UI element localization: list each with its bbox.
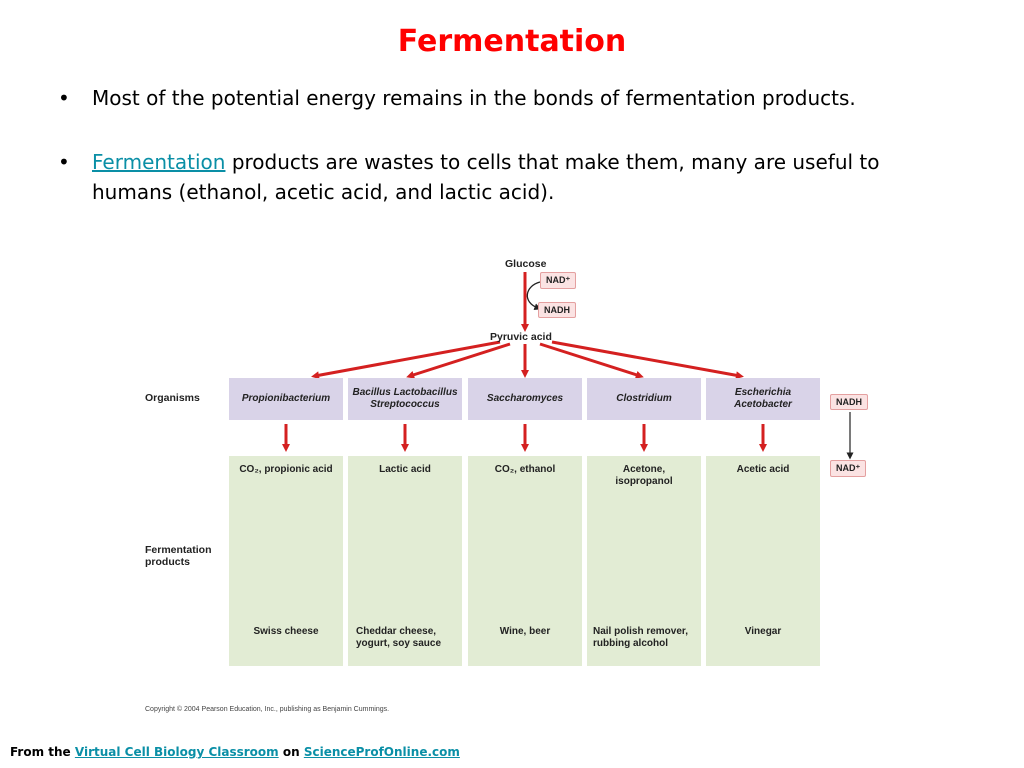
slide-title: Fermentation (397, 24, 627, 59)
product-column-3: CO₂, ethanol Wine, beer (468, 456, 582, 666)
product-label: Swiss cheese (253, 626, 319, 637)
scienceprofonline-link[interactable]: ScienceProfOnline.com (303, 745, 460, 759)
side-nadh-badge: NADH (830, 394, 868, 410)
glucose-label: Glucose (505, 258, 547, 270)
virtual-cell-link[interactable]: Virtual Cell Biology Classroom (74, 745, 279, 759)
organism-lactic-bacteria: Bacillus Lactobacillus Streptococcus (348, 378, 462, 420)
side-nad-plus-badge: NAD⁺ (830, 460, 867, 477)
organism-saccharomyces: Saccharomyces (468, 378, 582, 420)
copyright-text: Copyright © 2004 Pearson Education, Inc.… (145, 706, 390, 713)
branch-arrow-5 (551, 340, 744, 380)
product-label: Vinegar (744, 626, 782, 637)
bullet-text-rest: products are wastes to cells that make t… (92, 150, 880, 204)
chemical-label: CO₂, propionic acid (239, 464, 333, 475)
footer-middle: on (278, 745, 304, 759)
product-column-5: Acetic acid Vinegar (706, 456, 820, 666)
chemical-label: Acetic acid (736, 464, 790, 475)
organism-propionibacterium: Propionibacterium (229, 378, 343, 420)
chemical-label: CO₂, ethanol (494, 464, 556, 475)
product-column-4: Acetone, isopropanol Nail polish remover… (587, 456, 701, 666)
nad-curve (526, 281, 542, 311)
branch-arrow-4 (539, 342, 644, 379)
pyruvic-acid-label: Pyruvic acid (490, 331, 552, 343)
fermentation-products-label: Fermentation products (145, 544, 212, 568)
product-column-2: Lactic acid Cheddar cheese, yogurt, soy … (348, 456, 462, 666)
product-column-1: CO₂, propionic acid Swiss cheese (229, 456, 343, 666)
bullet-text: Fermentation products are wastes to cell… (92, 147, 952, 207)
product-label: Nail polish remover, rubbing alcohol (593, 626, 689, 649)
footer: From the Virtual Cell Biology Classroom … (10, 745, 460, 759)
organisms-label: Organisms (145, 392, 200, 404)
nadh-badge: NADH (538, 302, 576, 318)
fermentation-link[interactable]: Fermentation (92, 150, 226, 174)
branch-arrow-2 (406, 342, 511, 379)
branch-arrow-1 (311, 340, 501, 380)
bullet-marker: • (58, 86, 70, 110)
organism-clostridium: Clostridium (587, 378, 701, 420)
organism-escherichia-acetobacter: Escherichia Acetobacter (706, 378, 820, 420)
chemical-label: Lactic acid (379, 464, 431, 475)
chemical-label: Acetone, isopropanol (615, 464, 673, 487)
product-label: Cheddar cheese, yogurt, soy sauce (356, 626, 442, 649)
bullet-text: Most of the potential energy remains in … (92, 86, 856, 110)
nad-plus-badge: NAD⁺ (540, 272, 577, 289)
footer-prefix: From the (10, 745, 75, 759)
product-label: Wine, beer (499, 626, 551, 637)
fermentation-diagram: Glucose NAD⁺ NADH Pyruvic acid Organisms… (140, 252, 880, 722)
bullet-marker: • (58, 150, 70, 174)
